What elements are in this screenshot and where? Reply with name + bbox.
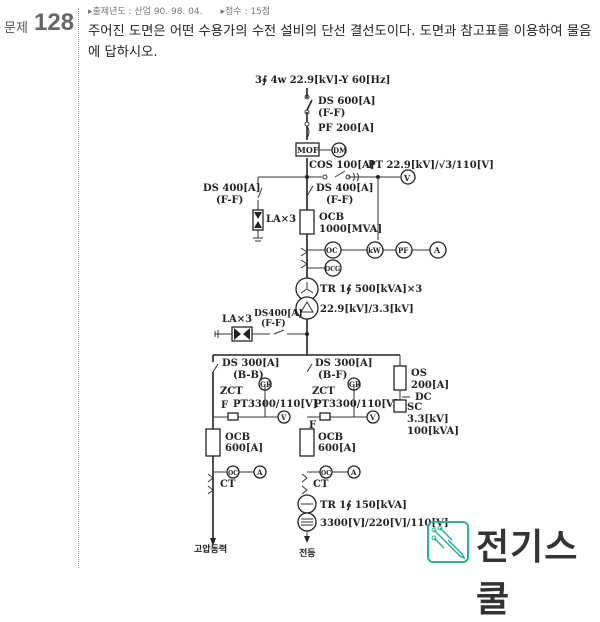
meta-year: ▸출제년도 : 산업 90. 98. 04. [88,7,203,17]
ds400-mid-ff-label: (F-F) [261,318,286,329]
os-label: OS [411,368,427,379]
ds300-mid-label: DS 300[A] [315,358,372,369]
pt-mid-label: PT3300/110[V] [314,399,399,410]
sc-kv-label: 3.3[kV] [407,414,449,425]
question-label: 문제 [4,21,28,36]
v-mid-label: V [369,413,376,422]
pt-left-label: PT3300/110[V] [233,399,318,410]
sc-label: SC [407,402,422,413]
meta-score: ▸점수 : 15점 [220,7,271,17]
v-left-label: V [280,413,287,422]
kw-meter-label: kW [368,246,381,255]
ds400-left-label: DS 400[A] [203,183,260,194]
ds400-mid-label: DS400[A] [254,309,303,319]
ds300-mid-bf-label: (B-F) [318,370,347,381]
ds300-left-label: DS 300[A] [222,358,279,369]
zct-left-label: ZCT [220,386,243,397]
ct-left-label: CT [220,479,236,490]
ammeter-label: A [433,245,441,255]
ocb-main-rating: 1000[MVA] [319,224,382,235]
dm-label: DM [333,146,347,155]
a-mid-label: A [350,468,357,477]
oc-mid-label: OC [321,470,331,477]
question-number: 128 [34,9,75,36]
ocb-left-label: OCB [225,432,250,443]
oc-left-label: OC [228,470,238,477]
pt-main-label: PT 22.9[kV]/√3/110[V] [368,159,494,171]
ocb-mid-rating: 600[A] [318,443,356,454]
f-left-label: F [221,400,228,411]
ocb-main-label: OCB [319,212,344,223]
divider [78,8,79,568]
watermark-logo: 전기스쿨 [424,518,600,620]
a-left-label: A [256,468,263,477]
supply-label: 3∮ 4w 22.9[kV]-Y 60[Hz] [255,75,390,86]
la-mid-label: LA×3 [222,314,252,325]
os-rating: 200[A] [411,380,449,391]
f-mid-label: F [309,420,316,431]
la-top-label: LA×3 [266,214,296,225]
gr-left-label: GR [260,380,272,389]
dc-label: DC [415,392,432,403]
pt-v-label: V [403,173,411,183]
mof-label: MOF [297,145,319,155]
ocg-relay-label: OCG [325,266,340,273]
ds600-label: DS 600[A] [318,96,375,107]
ocb-left-rating: 600[A] [225,443,263,454]
question-meta: ▸출제년도 : 산업 90. 98. 04. ▸점수 : 15점 [88,4,288,17]
load-mid-label: 전등 [299,547,316,559]
ds300-left-bb-label: (B-B) [233,370,264,381]
pf200-label: PF 200[A] [318,123,374,134]
ds400-right-ff-label: (F-F) [326,195,353,206]
sc-kva-label: 100[kVA] [407,426,459,437]
tr-light-label: TR 1∮ 150[kVA] [320,500,407,511]
ds400-right-label: DS 400[A] [316,183,373,194]
oc-relay-label: OC [326,246,338,255]
zct-mid-label: ZCT [312,386,335,397]
cos-label: COS 100[A] [309,160,374,171]
question-text: 주어진 도면은 어떤 수용가의 수전 설비의 단선 결선도이다. 도면과 참고표… [88,24,592,60]
ds400-left-ff-label: (F-F) [216,195,243,206]
gr-mid-label: GR [349,380,361,389]
watermark-text: 전기스쿨 [476,527,579,620]
single-line-diagram: 3∮ 4w 22.9[kV]-Y 60[Hz] DS 600[A] (F-F) … [194,75,494,559]
tr-light-ratio: 3300[V]/220[V]/110[V] [320,518,449,529]
load-left-label: 고압동력 [194,543,227,555]
ocb-mid-label: OCB [318,432,343,443]
ct-mid-label: CT [313,479,329,490]
ds600-ff-label: (F-F) [318,108,345,119]
tr-main-ratio: 22.9[kV]/3.3[kV] [320,304,414,315]
pf-meter-label: PF [398,246,408,255]
tr-main-label: TR 1∮ 500[kVA]×3 [320,284,422,295]
circuit-pen-icon [427,521,469,563]
